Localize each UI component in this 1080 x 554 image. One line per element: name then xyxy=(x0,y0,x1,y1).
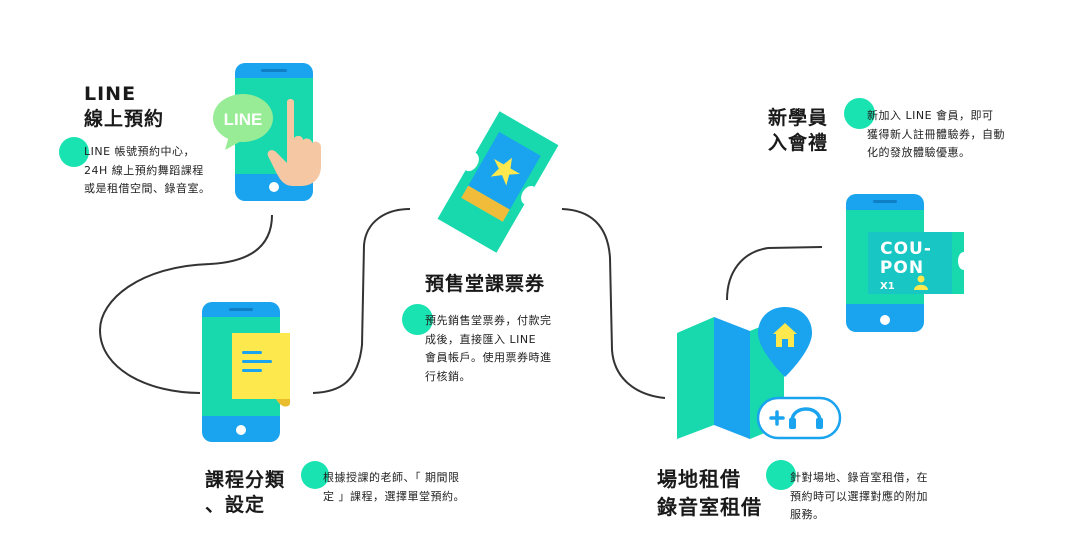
venue-title-line1: 場地租借 xyxy=(657,467,741,491)
course-description: 根據授課的老師、「 期間限 定 」課程，選擇單堂預約。 xyxy=(323,469,465,506)
line-bubble-label: LINE xyxy=(224,110,263,129)
coupon-icon xyxy=(868,232,964,294)
line-booking-title-line2: 線上預約 xyxy=(84,108,165,130)
phone-home-button xyxy=(236,425,246,435)
plus-icon xyxy=(769,410,785,426)
phone-coupon-illustration: COU- PON X1 xyxy=(846,194,964,332)
new-member-description: 新加入 LINE 會員，即可 獲得新人註冊體驗券，自動 化的發放體驗優惠。 xyxy=(867,107,1005,163)
phone-speaker xyxy=(873,200,897,203)
coupon-text-line2: PON xyxy=(880,258,924,278)
connector-line-3 xyxy=(561,208,666,399)
new-member-title-line2: 入會禮 xyxy=(768,132,829,154)
venue-title: 場地租借 錄音室租借 xyxy=(657,465,762,521)
phone-home-button xyxy=(880,315,890,325)
line-booking-desc-line: LINE 帳號預約中心， xyxy=(84,145,196,158)
line-booking-desc-line: 24H 線上預約舞蹈課程 xyxy=(84,163,204,177)
presale-description: 預先銷售堂票券，付款完 成後，直接匯入 LINE 會員帳戶。使用票券時進 行核銷… xyxy=(425,312,552,386)
connector-line-1 xyxy=(98,214,273,394)
phone-line-illustration: LINE xyxy=(213,63,321,201)
presale-title: 預售堂課票券 xyxy=(425,273,546,295)
course-title: 課程分類 、設定 xyxy=(205,468,285,518)
presale-accent-dot xyxy=(402,304,433,335)
course-title-line2: 、設定 xyxy=(205,494,266,516)
user-icon xyxy=(917,275,925,283)
star-icon xyxy=(490,157,520,186)
coupon-quantity: X1 xyxy=(880,281,895,292)
map-illustration xyxy=(677,307,842,440)
presale-desc-line: 行核銷。 xyxy=(425,369,471,383)
phone-document-illustration xyxy=(202,302,290,442)
presale-desc-line: 預先銷售堂票券，付款完 xyxy=(425,314,552,327)
new-member-desc-line: 化的發放體驗優惠。 xyxy=(867,146,971,159)
connector-line-2 xyxy=(312,208,411,394)
headset-icon xyxy=(790,407,822,422)
venue-desc-line: 服務。 xyxy=(790,508,825,521)
course-desc-line: 根據授課的老師、「 期間限 xyxy=(323,471,460,484)
phone-speaker xyxy=(261,69,287,72)
venue-desc-line: 針對場地、錄音室租借，在 xyxy=(790,471,928,484)
new-member-desc-line: 獲得新人註冊體驗券，自動 xyxy=(867,127,1005,141)
phone-speaker xyxy=(229,308,253,311)
venue-title-line2: 錄音室租借 xyxy=(657,495,762,519)
new-member-accent-dot xyxy=(844,98,875,129)
presale-desc-line: 會員帳戶。使用票券時進 xyxy=(425,351,552,364)
course-title-line1: 課程分類 xyxy=(205,469,286,491)
folded-map-icon xyxy=(677,317,714,439)
line-booking-description: LINE 帳號預約中心， 24H 線上預約舞蹈課程 或是租借空間、錄音室。 xyxy=(84,143,211,199)
course-desc-line: 定 」課程，選擇單堂預約。 xyxy=(323,489,465,503)
new-member-desc-line: 新加入 LINE 會員，即可 xyxy=(867,109,994,122)
ticket-illustration xyxy=(437,111,559,253)
coupon-text-line1: COU- xyxy=(880,239,932,259)
line-booking-title-line1: LINE xyxy=(84,83,137,105)
course-accent-dot xyxy=(301,461,329,489)
new-member-title-line1: 新學員 xyxy=(768,107,829,129)
pointing-hand-icon xyxy=(267,99,321,186)
line-speech-bubble-icon xyxy=(213,94,273,142)
venue-description: 針對場地、錄音室租借，在 預約時可以選擇對應的附加 服務。 xyxy=(790,469,928,525)
line-booking-accent-dot xyxy=(59,137,89,167)
new-member-title: 新學員 入會禮 xyxy=(768,106,828,156)
phone-home-button xyxy=(269,182,279,192)
venue-accent-dot xyxy=(766,460,796,490)
venue-desc-line: 預約時可以選擇對應的附加 xyxy=(790,489,928,503)
line-booking-desc-line: 或是租借空間、錄音室。 xyxy=(84,182,211,195)
connector-line-4 xyxy=(726,246,823,301)
house-icon xyxy=(773,323,797,347)
line-booking-title: LINE 線上預約 xyxy=(84,82,164,132)
presale-desc-line: 成後，直接匯入 LINE xyxy=(425,332,537,346)
